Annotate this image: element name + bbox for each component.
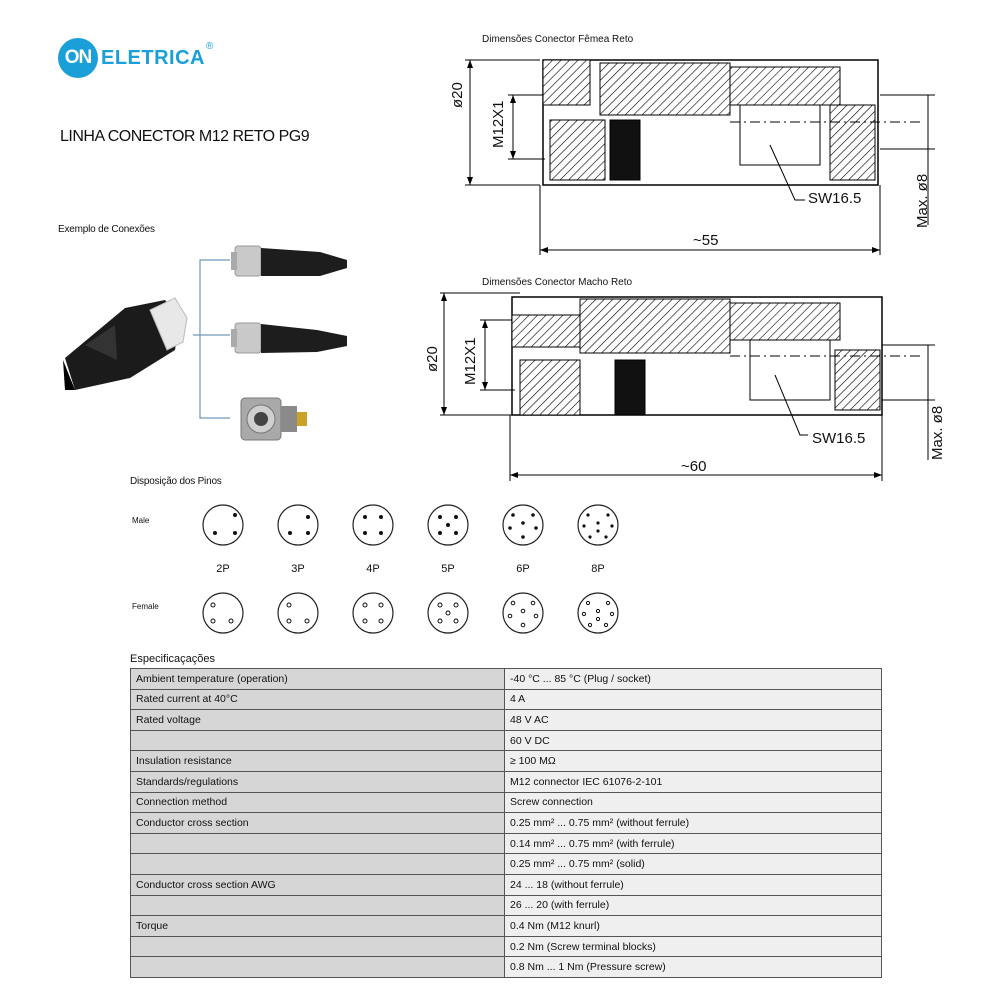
- table-row: Insulation resistance≥ 100 MΩ: [130, 750, 882, 772]
- pin-type-3p: 3P: [291, 563, 305, 575]
- connection-examples: [63, 245, 347, 441]
- male-connector-image-2: [231, 322, 347, 354]
- connection-lines: [193, 259, 230, 419]
- spec-name: [130, 729, 505, 752]
- spec-name: [130, 935, 505, 958]
- male-drawing-title: Dimensões Conector Macho Reto: [482, 277, 633, 288]
- spec-name: Ambient temperature (operation): [130, 668, 505, 690]
- spec-name: Conductor cross section AWG: [130, 873, 505, 896]
- female-connector-image: [63, 297, 188, 390]
- panel-mount-connector-image: [240, 397, 307, 441]
- pin-layouts: [202, 504, 619, 634]
- spec-name: Torque: [130, 915, 505, 937]
- spec-value: 0.2 Nm (Screw terminal blocks): [504, 935, 882, 958]
- examples-label: Exemplo de Conexões: [58, 224, 155, 235]
- pins-title: Disposição dos Pinos: [130, 476, 222, 487]
- female-drawing-title: Dimensões Conector Fêmea Reto: [482, 34, 634, 45]
- spec-value: 0.25 mm² ... 0.75 mm² (without ferrule): [504, 812, 882, 834]
- specs-title: Especificaçações: [130, 653, 215, 665]
- male-max-label: Max. ø8: [929, 405, 946, 460]
- spec-name: Connection method: [130, 791, 505, 814]
- female-sw-label: SW16.5: [808, 190, 862, 207]
- table-row: 0.2 Nm (Screw terminal blocks): [130, 935, 882, 958]
- brand-logo: ON ELETRICA ®: [58, 38, 213, 78]
- male-dimension-drawing: [440, 292, 935, 481]
- spec-value: 60 V DC: [504, 729, 882, 752]
- pin-type-2p: 2P: [216, 563, 230, 575]
- spec-name: [130, 894, 505, 917]
- male-length-label: ~60: [681, 458, 707, 475]
- spec-name: [130, 832, 505, 855]
- table-row: 26 ... 20 (with ferrule): [130, 894, 882, 917]
- table-row: 0.25 mm² ... 0.75 mm² (solid): [130, 853, 882, 875]
- spec-name: Standards/regulations: [130, 770, 505, 793]
- table-row: 0.8 Nm ... 1 Nm (Pressure screw): [130, 956, 882, 978]
- spec-value: 26 ... 20 (with ferrule): [504, 894, 882, 917]
- spec-value: 0.25 mm² ... 0.75 mm² (solid): [504, 853, 882, 875]
- table-row: 0.14 mm² ... 0.75 mm² (with ferrule): [130, 832, 882, 855]
- spec-value: 0.4 Nm (M12 knurl): [504, 915, 882, 937]
- pin-type-6p: 6P: [516, 563, 530, 575]
- spec-value: Screw connection: [504, 791, 882, 814]
- logo-mark: ON: [58, 38, 98, 78]
- logo-text: ELETRICA: [101, 46, 205, 69]
- spec-name: Conductor cross section: [130, 812, 505, 834]
- pin-type-8p: 8P: [591, 563, 605, 575]
- spec-name: [130, 956, 505, 978]
- female-row-label: Female: [132, 602, 159, 611]
- male-connector-image-1: [231, 245, 347, 277]
- pin-type-5p: 5P: [441, 563, 455, 575]
- male-row-label: Male: [132, 516, 150, 525]
- spec-table: Ambient temperature (operation)-40 °C ..…: [130, 668, 882, 978]
- female-thread-label: M12X1: [490, 100, 507, 148]
- spec-name: Insulation resistance: [130, 750, 505, 772]
- spec-value: 0.8 Nm ... 1 Nm (Pressure screw): [504, 956, 882, 978]
- male-dia-label: ø20: [424, 346, 441, 372]
- female-length-label: ~55: [693, 232, 719, 249]
- page-title: LINHA CONECTOR M12 RETO PG9: [60, 128, 310, 145]
- spec-name: Rated current at 40°C: [130, 688, 505, 711]
- spec-value: -40 °C ... 85 °C (Plug / socket): [504, 668, 882, 690]
- spec-value: ≥ 100 MΩ: [504, 750, 882, 772]
- female-max-label: Max. ø8: [914, 173, 931, 228]
- spec-value: 4 A: [504, 688, 882, 711]
- spec-value: 0.14 mm² ... 0.75 mm² (with ferrule): [504, 832, 882, 855]
- female-dia-label: ø20: [449, 82, 466, 108]
- logo-registered: ®: [206, 40, 214, 52]
- pin-type-4p: 4P: [366, 563, 380, 575]
- spec-value: M12 connector IEC 61076-2-101: [504, 770, 882, 793]
- table-row: 60 V DC: [130, 729, 882, 752]
- table-row: Ambient temperature (operation)-40 °C ..…: [130, 668, 882, 690]
- male-thread-label: M12X1: [462, 337, 479, 385]
- spec-name: Rated voltage: [130, 709, 505, 731]
- spec-value: 48 V AC: [504, 709, 882, 731]
- spec-name: [130, 853, 505, 875]
- female-dimension-drawing: [465, 59, 935, 255]
- male-sw-label: SW16.5: [812, 430, 866, 447]
- spec-value: 24 ... 18 (without ferrule): [504, 873, 882, 896]
